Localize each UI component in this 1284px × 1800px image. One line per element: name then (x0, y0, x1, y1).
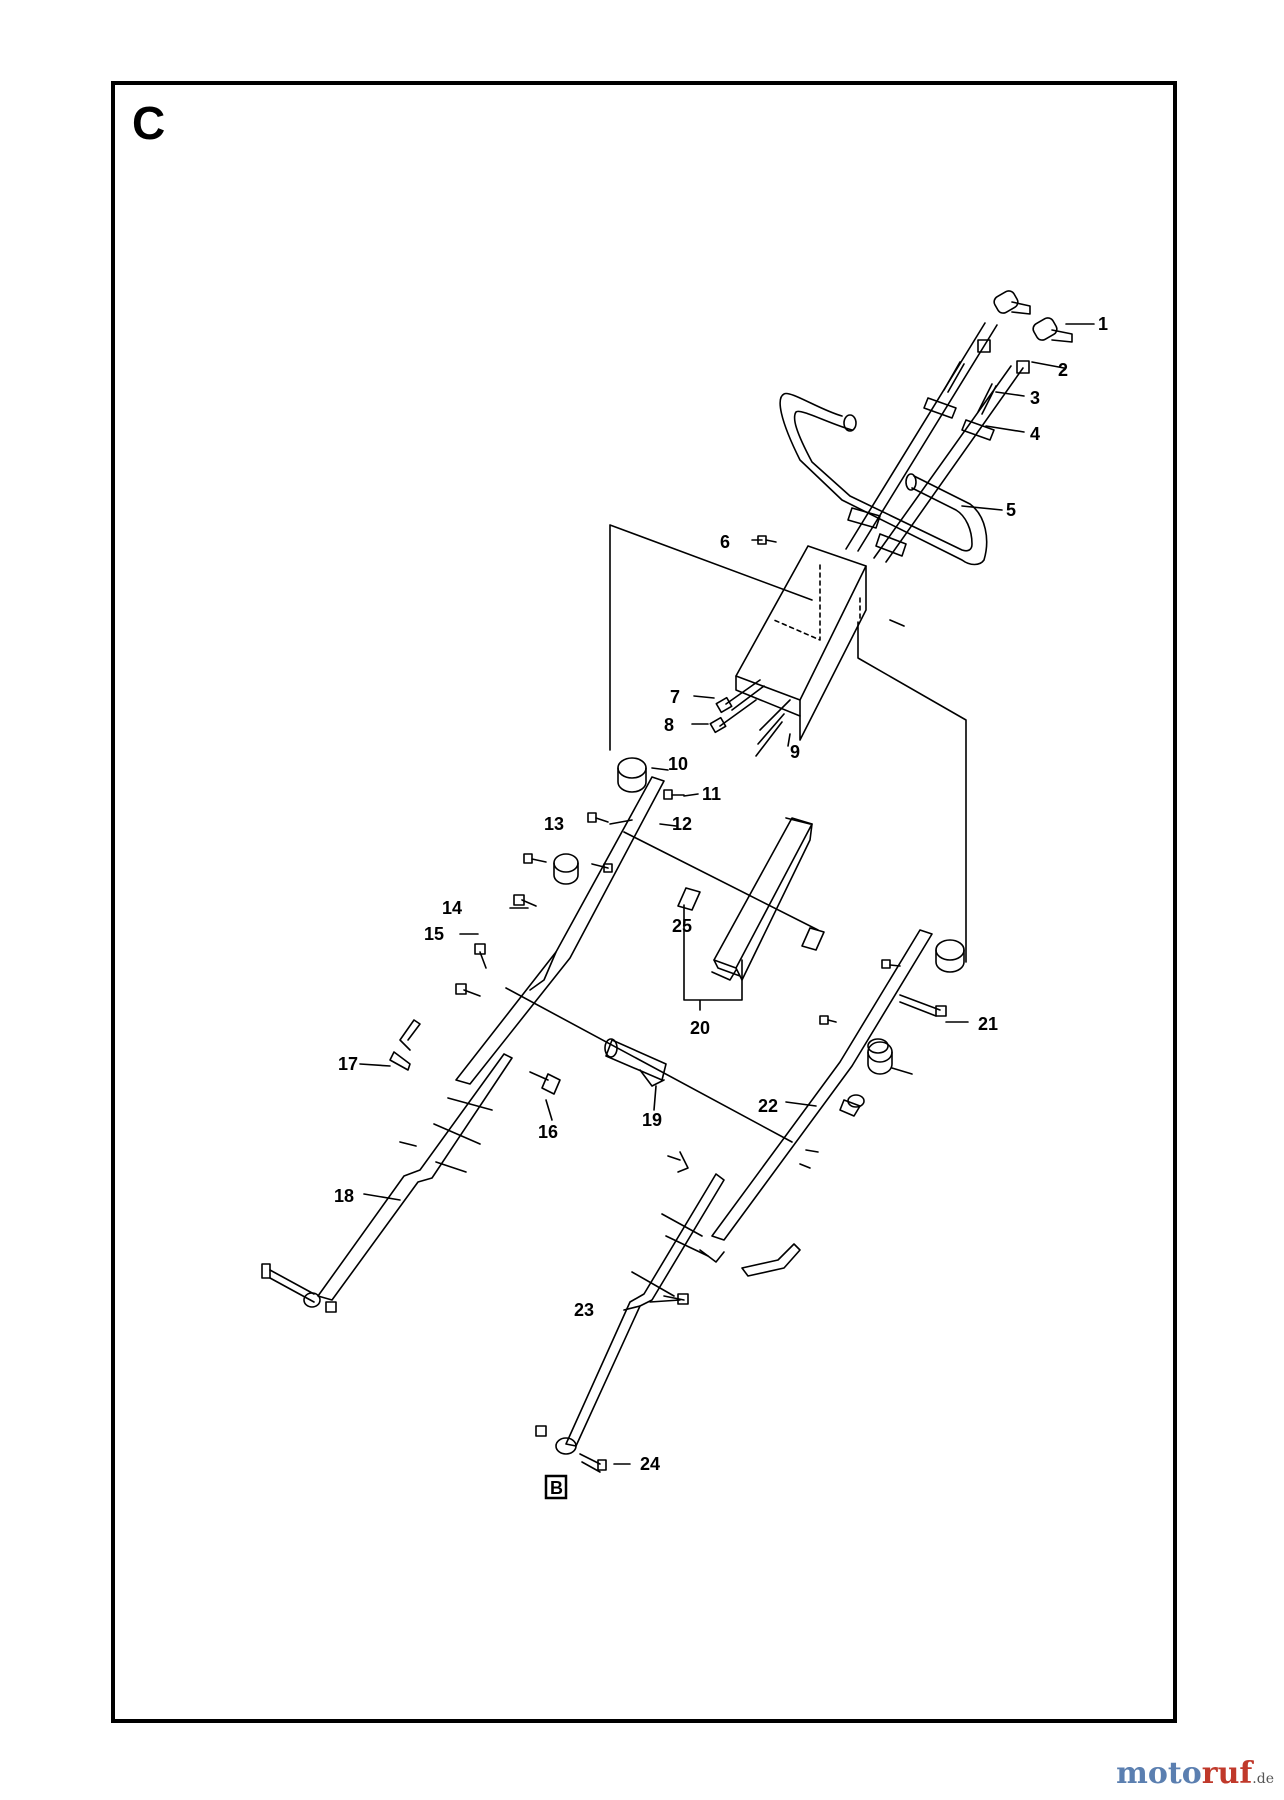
callout-3: 3 (1030, 388, 1040, 408)
handle-knob-left (993, 290, 1031, 315)
leader-box-right (857, 621, 967, 963)
callout-20: 20 (690, 1018, 710, 1038)
right-rail-22 (711, 929, 933, 1241)
lever-17 (399, 1019, 421, 1051)
handle-knob-right (1032, 317, 1073, 343)
callout-24: 24 (640, 1454, 660, 1474)
callout-11: 11 (702, 784, 721, 804)
spacer-10 (617, 757, 647, 793)
clamp-4-left (923, 397, 957, 419)
callout-6: 6 (720, 532, 730, 552)
diagram-frame (111, 81, 1177, 1723)
callout-4: 4 (1030, 424, 1040, 444)
callout-1: 1 (1098, 314, 1108, 334)
section-letter: C (132, 97, 166, 149)
bolt-8 (719, 699, 757, 727)
callout-16: 16 (538, 1122, 558, 1142)
callout-23: 23 (574, 1300, 594, 1320)
handle-tube-left (845, 322, 998, 552)
leader-box-left (609, 524, 813, 751)
callout-13: 13 (544, 814, 564, 834)
bolt-21 (899, 994, 941, 1017)
svg-text:B: B (550, 1478, 563, 1498)
callout-14: 14 (442, 898, 462, 918)
callout-2: 2 (1058, 360, 1068, 380)
watermark-logo: motoruf.de (1116, 1756, 1274, 1791)
callout-17: 17 (338, 1054, 358, 1074)
bracket-20 (713, 817, 813, 969)
callout-15: 15 (424, 924, 444, 944)
screw-6 (765, 539, 777, 543)
clamp-4-right (961, 419, 995, 441)
handle-bar-5 (779, 392, 988, 566)
cross-rod-19 (505, 987, 793, 1143)
spacer-right (935, 939, 965, 973)
callout-18: 18 (334, 1186, 354, 1206)
callout-9: 9 (790, 742, 800, 762)
nut-2-right (1016, 360, 1030, 374)
callout-12: 12 (672, 814, 692, 834)
nut-2-left (977, 339, 991, 353)
callout-22: 22 (758, 1096, 778, 1116)
control-box-9 (735, 545, 867, 701)
callout-8: 8 (664, 715, 674, 735)
screw-3-left (943, 361, 965, 393)
callout-25: 25 (672, 916, 692, 936)
bolt-7 (725, 679, 765, 711)
screw-3-right (977, 383, 997, 415)
callout-7: 7 (670, 687, 680, 707)
lower-arm-18 (317, 1053, 513, 1301)
callout-19: 19 (642, 1110, 662, 1130)
callout-10: 10 (668, 754, 688, 774)
handle-tube-right (873, 365, 1024, 563)
knob-16 (529, 1071, 561, 1095)
detail-marker-b: B (544, 1474, 568, 1500)
callout-5: 5 (1006, 500, 1016, 520)
lever-right (741, 1243, 801, 1277)
callout-21: 21 (978, 1014, 998, 1034)
